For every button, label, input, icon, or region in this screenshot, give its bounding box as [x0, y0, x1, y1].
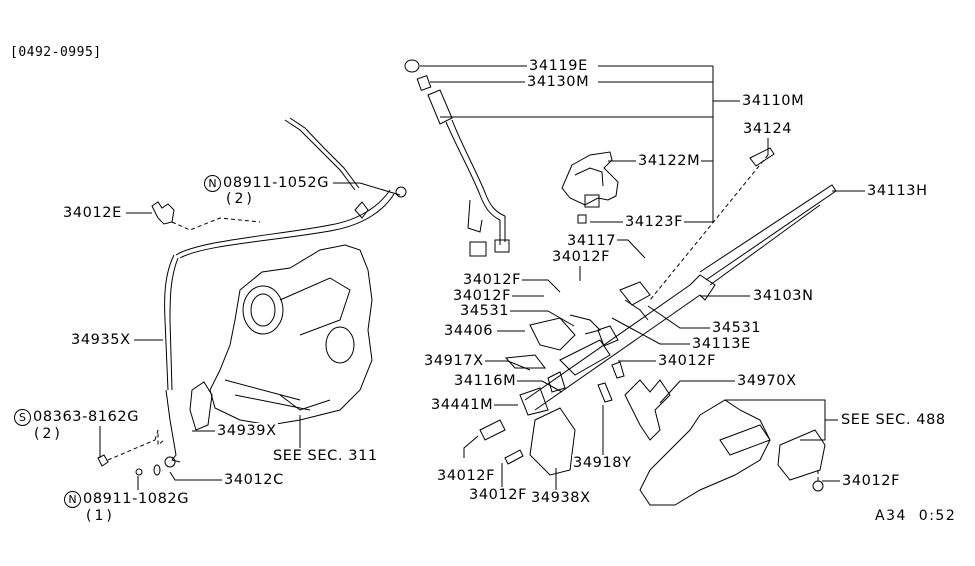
- callout-34123F[interactable]: 34123F: [624, 214, 685, 230]
- fastener-part-number: 08911-1052G: [223, 175, 330, 191]
- leader-lines: [99, 65, 865, 490]
- callout-34122M[interactable]: 34122M: [637, 153, 702, 169]
- callout-34531-a[interactable]: 34531: [459, 303, 511, 319]
- callout-34012F-c[interactable]: 34012F: [452, 288, 513, 304]
- callout-34012F-f[interactable]: 34012F: [468, 487, 529, 503]
- callout-34012C[interactable]: 34012C: [223, 472, 285, 488]
- callout-34130M[interactable]: 34130M: [526, 74, 591, 90]
- callout-34531-b[interactable]: 34531: [711, 320, 763, 336]
- callout-34116M[interactable]: 34116M: [453, 373, 518, 389]
- callout-34113H[interactable]: 34113H: [866, 183, 929, 199]
- callout-34119E[interactable]: 34119E: [528, 58, 589, 74]
- fastener-qty: (1): [86, 508, 115, 524]
- callout-34441M[interactable]: 34441M: [430, 397, 495, 413]
- callout-see-sec-311[interactable]: SEE SEC. 311: [272, 448, 379, 464]
- callout-34012F-d[interactable]: 34012F: [657, 353, 718, 369]
- callout-see-sec-488[interactable]: SEE SEC. 488: [840, 412, 947, 428]
- callout-34113E[interactable]: 34113E: [691, 336, 752, 352]
- harness-art: [404, 59, 510, 257]
- ignition-switch-art: [561, 151, 619, 224]
- callout-34939X[interactable]: 34939X: [216, 423, 278, 439]
- callout-34124[interactable]: 34124: [742, 121, 794, 137]
- diagram-code: A34 0:52: [875, 508, 957, 524]
- callout-34103N[interactable]: 34103N: [752, 288, 815, 304]
- transmission-art: [97, 117, 407, 476]
- nut-symbol-icon: N: [204, 175, 221, 192]
- column-bracket-art: [624, 379, 826, 506]
- fastener-qty: (2): [34, 426, 63, 442]
- callout-34012E[interactable]: 34012E: [62, 205, 123, 221]
- callout-34012F-e[interactable]: 34012F: [436, 468, 497, 484]
- fastener-qty: (2): [226, 191, 255, 207]
- callout-34012F-g[interactable]: 34012F: [841, 473, 902, 489]
- callout-34012F-a[interactable]: 34012F: [551, 249, 612, 265]
- callout-34117[interactable]: 34117: [566, 233, 618, 249]
- callout-34917X[interactable]: 34917X: [423, 353, 485, 369]
- callout-34012F-b[interactable]: 34012F: [462, 272, 523, 288]
- callout-34110M[interactable]: 34110M: [741, 93, 806, 109]
- fastener-part-number: 08363-8162G: [33, 409, 140, 425]
- steering-column-art: [479, 147, 837, 476]
- nut-symbol-icon: N: [64, 491, 81, 508]
- screw-symbol-icon: S: [14, 409, 31, 426]
- callout-34918Y[interactable]: 34918Y: [572, 455, 633, 471]
- date-range-header: [0492-0995]: [10, 45, 102, 60]
- callout-34935X[interactable]: 34935X: [70, 332, 132, 348]
- callout-34406[interactable]: 34406: [443, 323, 495, 339]
- callout-34938X[interactable]: 34938X: [530, 490, 592, 506]
- callout-34970X[interactable]: 34970X: [736, 373, 798, 389]
- fastener-part-number: 08911-1082G: [83, 491, 190, 507]
